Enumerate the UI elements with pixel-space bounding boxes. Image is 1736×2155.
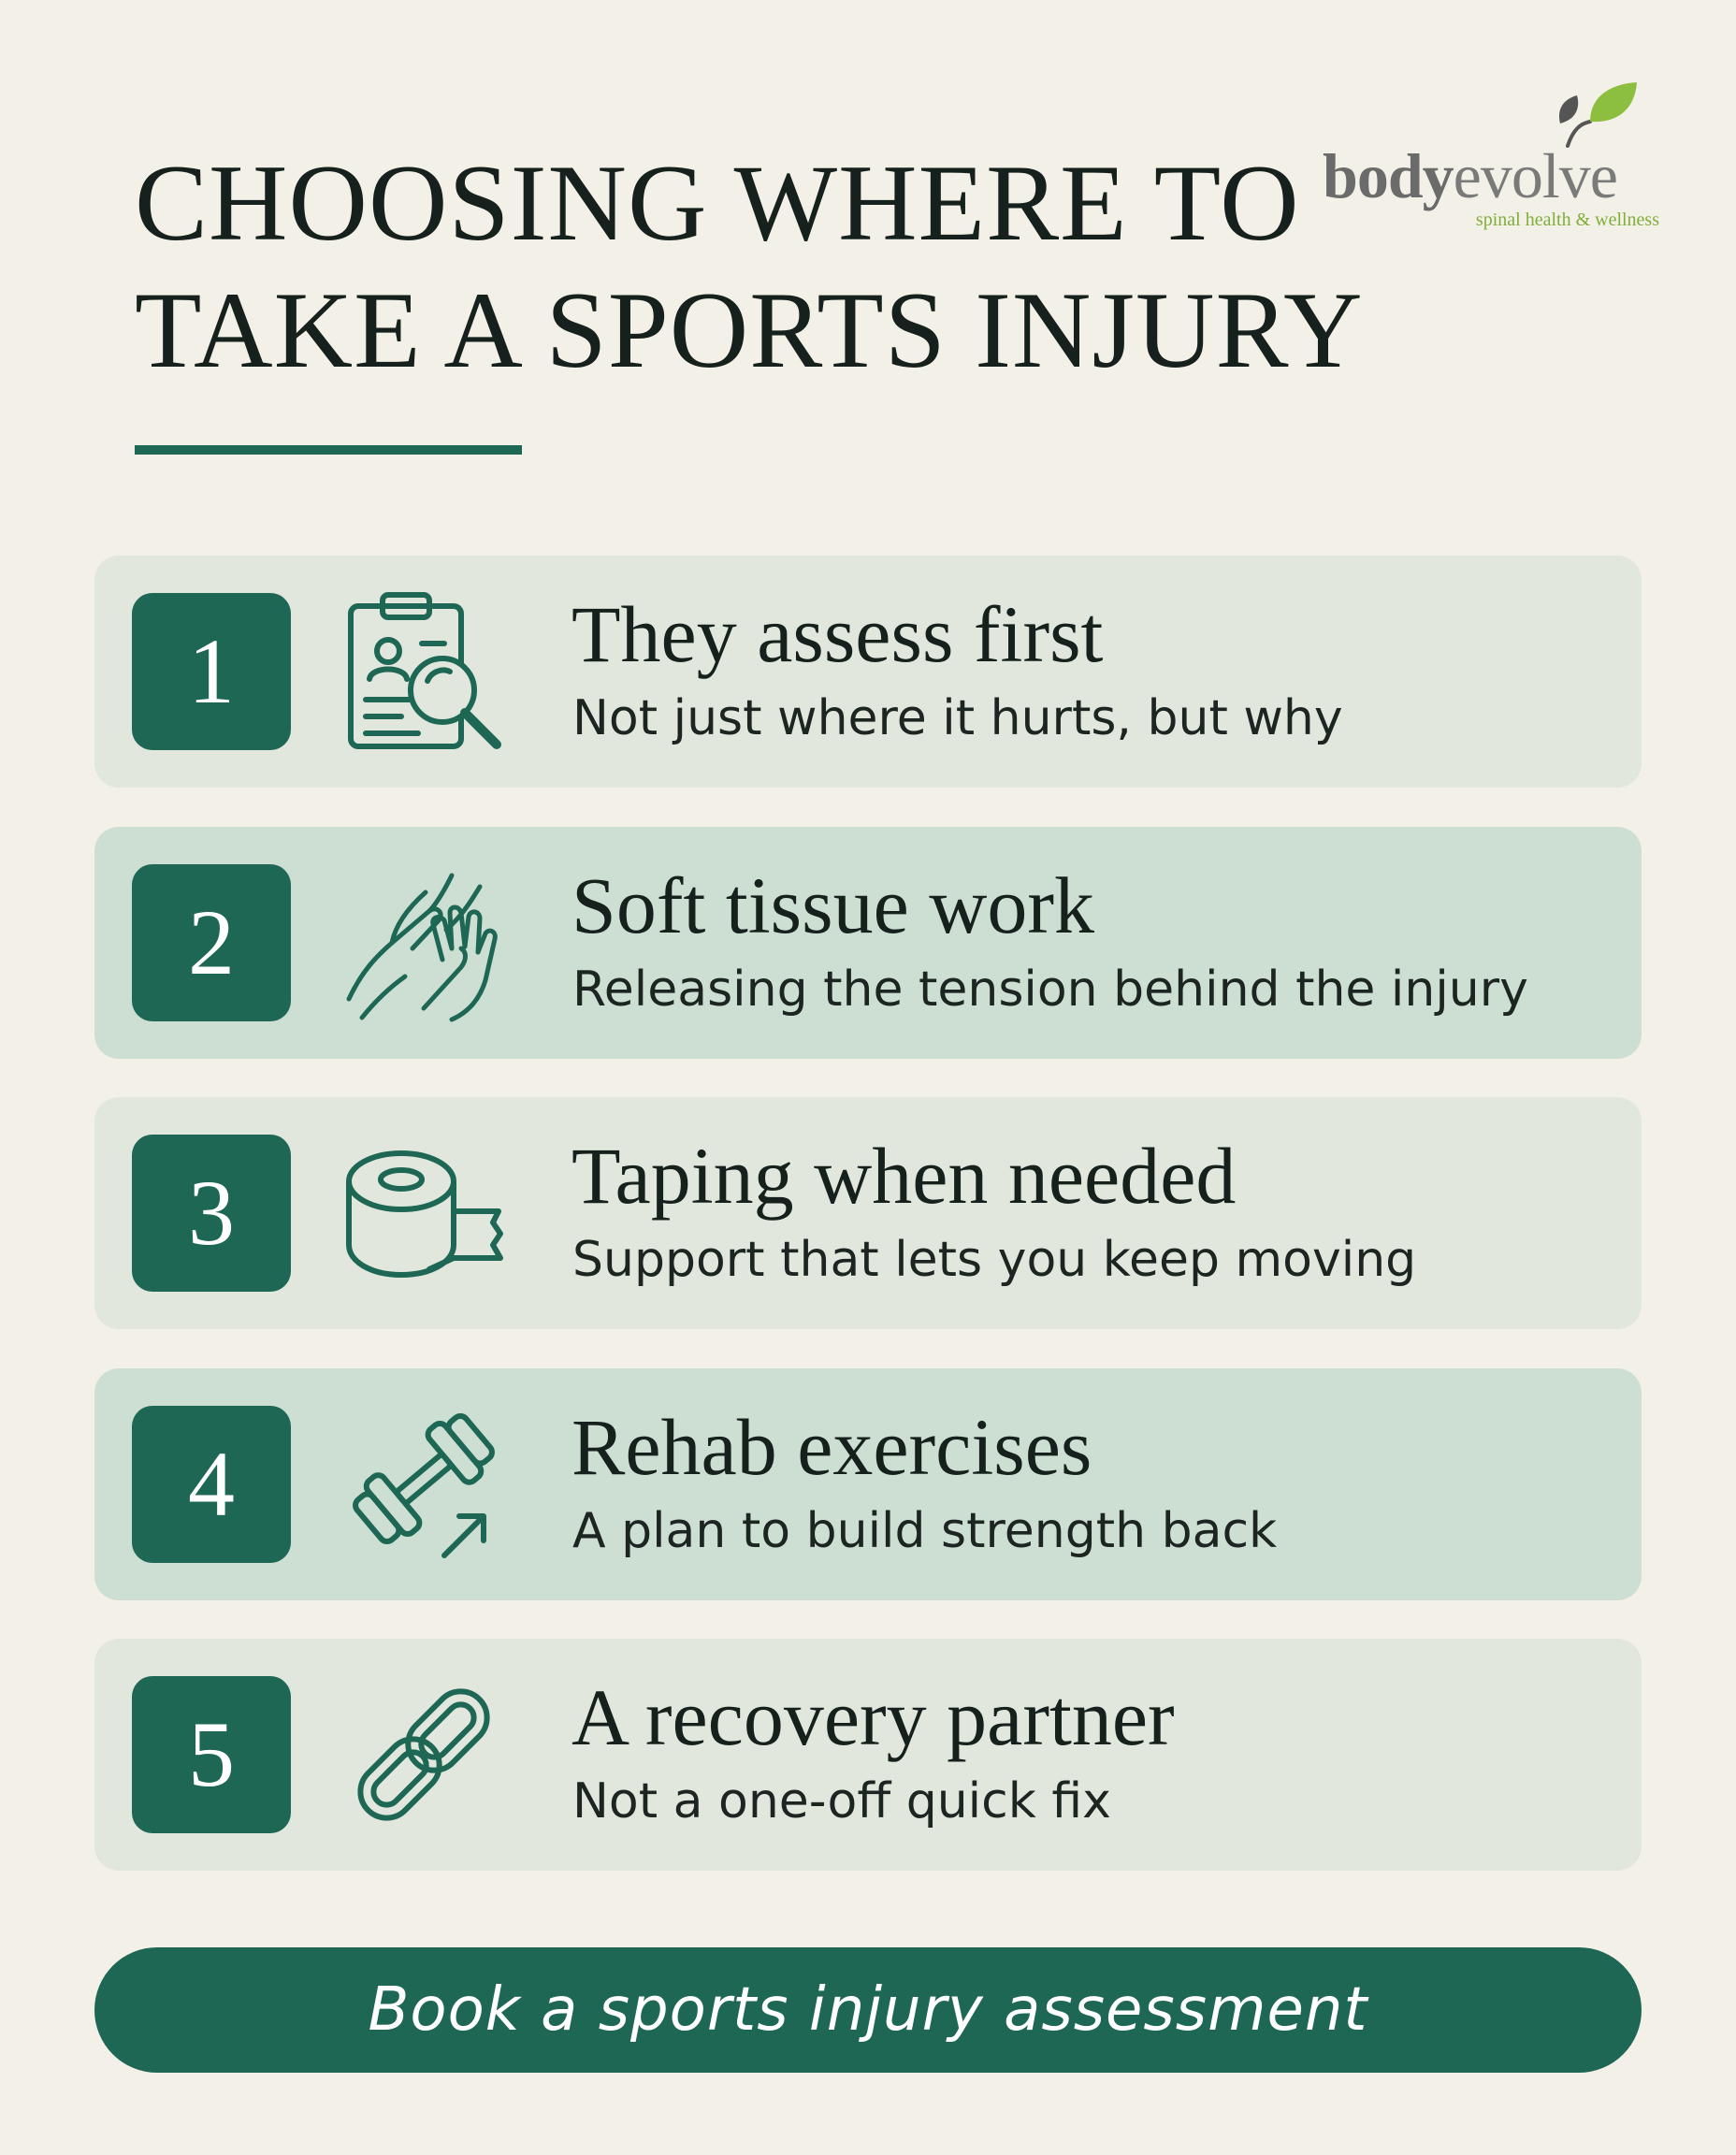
page-title: CHOOSING WHERE TO TAKE A SPORTS INJURY	[135, 140, 1364, 395]
massage-hands-icon	[346, 873, 498, 1022]
item-subtitle: Not a one-off quick fix	[572, 1773, 1111, 1830]
list-item: 1 They assess first Not just where it hu…	[94, 556, 1642, 788]
list-item: 4 Rehab exercises A plan to build streng…	[94, 1368, 1642, 1600]
tape-roll-icon	[346, 1150, 503, 1278]
item-title: Soft tissue work	[571, 861, 1094, 950]
title-divider	[135, 445, 522, 455]
step-number-badge: 4	[132, 1406, 291, 1563]
brand-logo: bodyevolve spinal health & wellness	[1323, 80, 1659, 239]
item-title: Rehab exercises	[571, 1402, 1092, 1492]
page-title-line-2: TAKE A SPORTS INJURY	[135, 270, 1364, 391]
logo-word-evolve: evolve	[1453, 140, 1618, 211]
logo-tagline: spinal health & wellness	[1475, 210, 1659, 230]
list-item: 2 Soft tissue work Releasing the tension…	[94, 827, 1642, 1059]
list-item: 3 Taping when needed Support that lets y…	[94, 1097, 1642, 1329]
item-title: They assess first	[571, 589, 1104, 679]
clipboard-magnifier-icon	[348, 592, 501, 749]
step-number-badge: 3	[132, 1135, 291, 1292]
item-title: Taping when needed	[571, 1131, 1237, 1221]
step-number-badge: 1	[132, 593, 291, 750]
item-subtitle: Support that lets you keep moving	[572, 1232, 1417, 1288]
logo-word-body: body	[1323, 140, 1454, 211]
dumbbell-arrow-icon	[353, 1412, 495, 1558]
logo-wordmark: bodyevolve	[1323, 138, 1618, 213]
page-title-line-1: CHOOSING WHERE TO	[135, 143, 1300, 264]
item-title: A recovery partner	[571, 1672, 1175, 1762]
chain-link-icon	[357, 1688, 490, 1821]
leaf-icon	[1558, 82, 1637, 148]
book-assessment-button[interactable]: Book a sports injury assessment	[94, 1947, 1642, 2073]
item-subtitle: Releasing the tension behind the injury	[572, 962, 1528, 1018]
step-number-badge: 5	[132, 1676, 291, 1833]
list-item: 5 A recovery partner Not a one-off quick…	[94, 1639, 1642, 1871]
step-number-badge: 2	[132, 864, 291, 1021]
item-subtitle: Not just where it hurts, but why	[572, 690, 1343, 746]
item-subtitle: A plan to build strength back	[572, 1503, 1278, 1559]
